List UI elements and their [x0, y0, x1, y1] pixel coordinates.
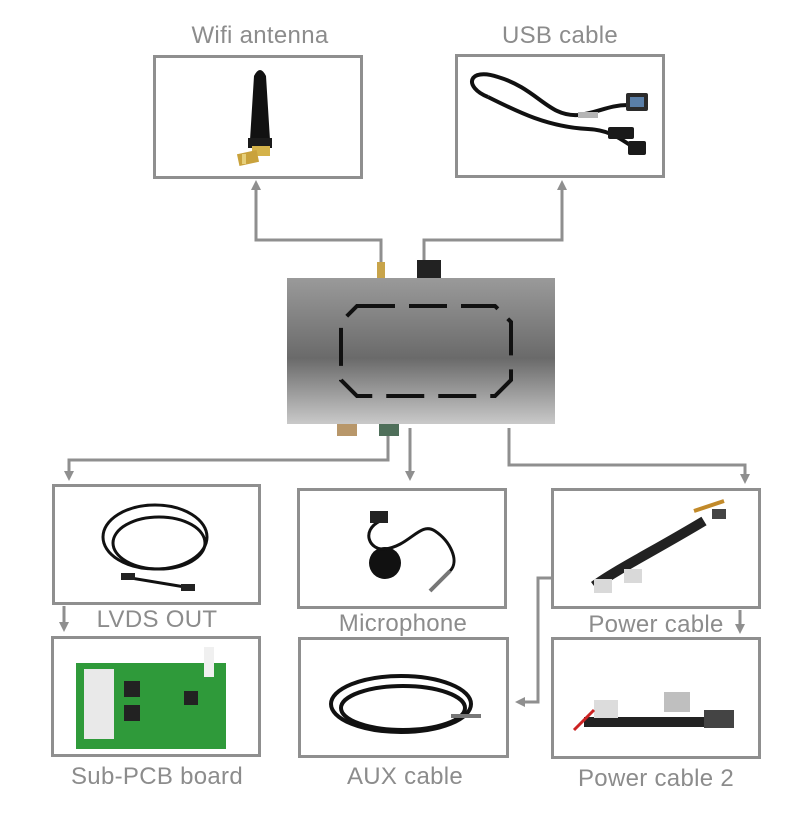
power-cable-2-box — [551, 637, 761, 759]
line-to-lvds-out — [64, 428, 390, 481]
antenna-port — [377, 262, 385, 278]
label-lvds-out: LVDS OUT — [96, 606, 218, 633]
power-cable-2-image — [572, 692, 734, 732]
wifi-antenna-image — [236, 70, 272, 166]
label-wifi-antenna: Wifi antenna — [191, 22, 329, 49]
line-to-power-cable — [507, 428, 750, 484]
label-aux-cable: AUX cable — [346, 763, 464, 790]
label-power-cable-2: Power cable 2 — [578, 765, 734, 792]
line-to-wifi-antenna — [251, 180, 383, 268]
line-to-aux-cable — [515, 576, 551, 707]
aux-port — [379, 424, 399, 436]
sub-pcb-box — [51, 636, 261, 757]
lvds-cable-image — [101, 503, 209, 591]
usb-port — [417, 260, 441, 278]
label-sub-pcb-board: Sub-PCB board — [71, 763, 243, 790]
usb-cable-image — [470, 72, 648, 155]
label-usb-cable: USB cable — [501, 22, 619, 49]
label-power-cable: Power cable — [588, 611, 724, 638]
power-cable-box — [551, 488, 761, 609]
microphone-image — [367, 511, 456, 593]
wifi-antenna-box — [153, 55, 363, 179]
aux-cable-box — [298, 637, 509, 758]
main-interface-module — [287, 260, 555, 436]
sub-pcb-image — [76, 647, 226, 749]
module-logo-outline — [339, 304, 513, 398]
microphone-box — [297, 488, 507, 609]
lvds-out-box — [52, 484, 261, 605]
lvds-port — [337, 424, 357, 436]
power-cable-image — [591, 499, 726, 593]
usb-cable-box — [455, 54, 665, 178]
aux-cable-image — [329, 674, 481, 734]
line-to-usb-cable — [422, 180, 567, 268]
label-microphone: Microphone — [338, 610, 468, 637]
